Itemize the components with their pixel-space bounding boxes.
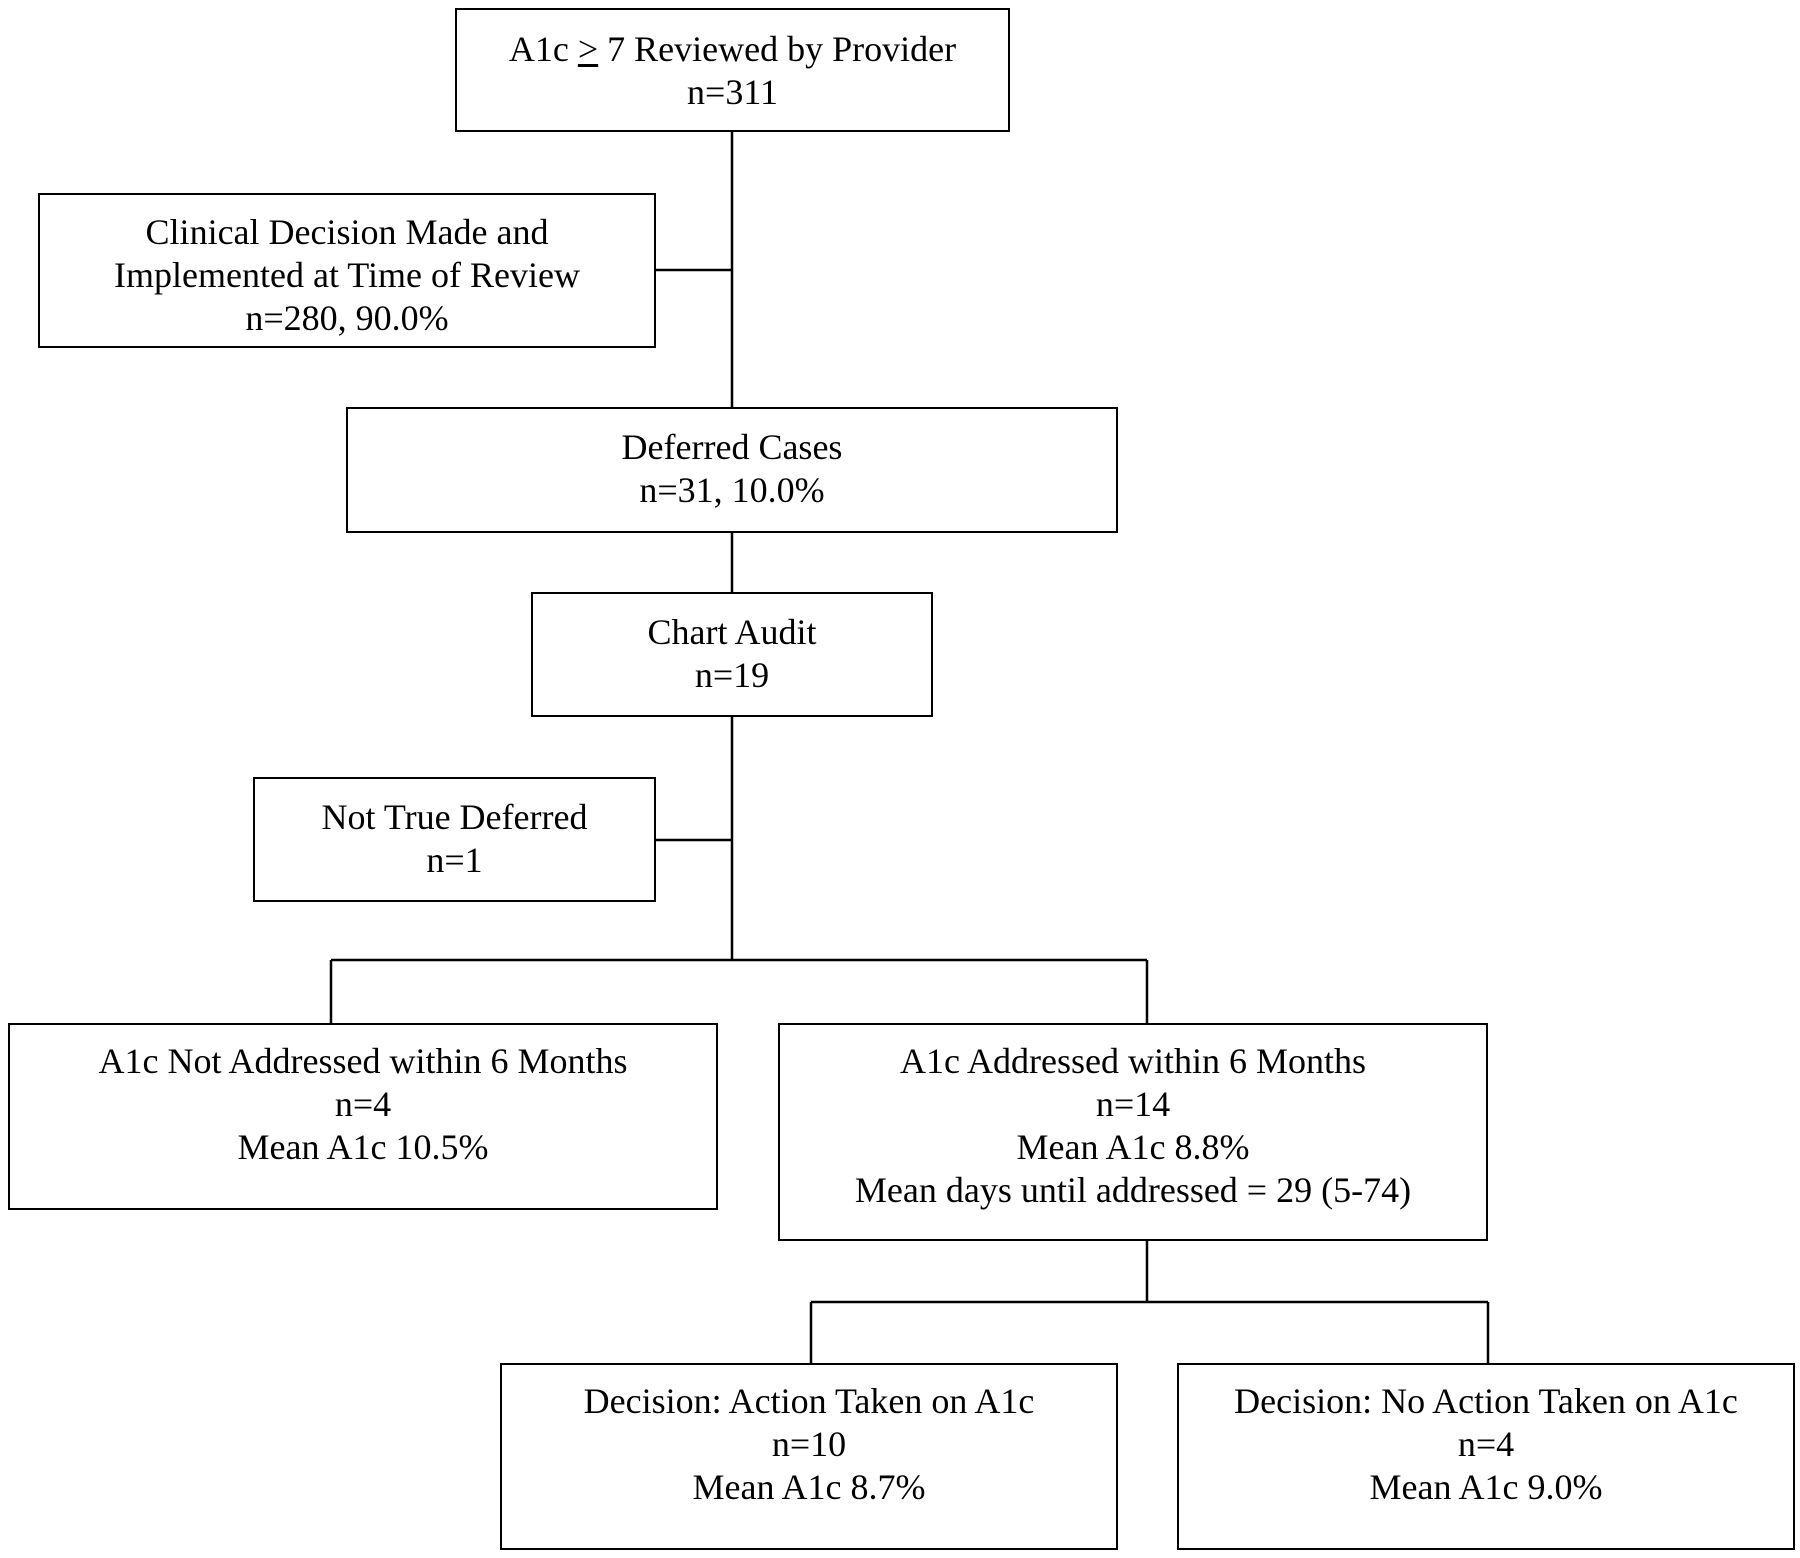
deferred-cases-box: Deferred Cases n=31, 10.0% bbox=[346, 407, 1118, 533]
action-count: n=10 bbox=[771, 1424, 847, 1464]
addressed-days: Mean days until addressed = 29 (5-74) bbox=[854, 1170, 1412, 1210]
reviewed-count: n=311 bbox=[687, 72, 778, 112]
action-mean: Mean A1c 8.7% bbox=[692, 1467, 926, 1507]
clinical-count: n=280, 90.0% bbox=[245, 298, 449, 338]
not-addressed-mean: Mean A1c 10.5% bbox=[237, 1127, 489, 1167]
addressed-title: A1c Addressed within 6 Months bbox=[900, 1041, 1366, 1081]
not-addressed-count: n=4 bbox=[334, 1084, 392, 1124]
no-action-count: n=4 bbox=[1457, 1424, 1515, 1464]
not-true-count: n=1 bbox=[426, 840, 483, 880]
not-true-deferred-box: Not True Deferred n=1 bbox=[253, 777, 656, 902]
audit-count: n=19 bbox=[694, 655, 770, 695]
no-action-taken-box: Decision: No Action Taken on A1c n=4 Mea… bbox=[1177, 1363, 1795, 1550]
addressed-box: A1c Addressed within 6 Months n=14 Mean … bbox=[778, 1023, 1488, 1241]
no-action-title: Decision: No Action Taken on A1c bbox=[1234, 1381, 1738, 1421]
clinical-decision-box: Clinical Decision Made and Implemented a… bbox=[38, 193, 656, 348]
deferred-count: n=31, 10.0% bbox=[639, 470, 825, 510]
action-title: Decision: Action Taken on A1c bbox=[583, 1381, 1035, 1421]
clinical-line-2: Implemented at Time of Review bbox=[114, 255, 580, 295]
no-action-mean: Mean A1c 9.0% bbox=[1369, 1467, 1603, 1507]
reviewed-title: A1c > 7 Reviewed by Provider bbox=[508, 29, 957, 69]
audit-title: Chart Audit bbox=[647, 612, 817, 652]
chart-audit-box: Chart Audit n=19 bbox=[531, 592, 933, 717]
addressed-count: n=14 bbox=[1095, 1084, 1171, 1124]
action-taken-box: Decision: Action Taken on A1c n=10 Mean … bbox=[500, 1363, 1118, 1550]
clinical-line-1: Clinical Decision Made and bbox=[145, 212, 549, 252]
greater-equal-symbol: > bbox=[577, 29, 599, 69]
not-addressed-box: A1c Not Addressed within 6 Months n=4 Me… bbox=[8, 1023, 718, 1210]
reviewed-by-provider-box: A1c > 7 Reviewed by Provider n=311 bbox=[455, 8, 1010, 132]
addressed-mean: Mean A1c 8.8% bbox=[1016, 1127, 1250, 1167]
deferred-title: Deferred Cases bbox=[621, 427, 843, 467]
not-true-title: Not True Deferred bbox=[321, 797, 588, 837]
not-addressed-title: A1c Not Addressed within 6 Months bbox=[98, 1041, 628, 1081]
